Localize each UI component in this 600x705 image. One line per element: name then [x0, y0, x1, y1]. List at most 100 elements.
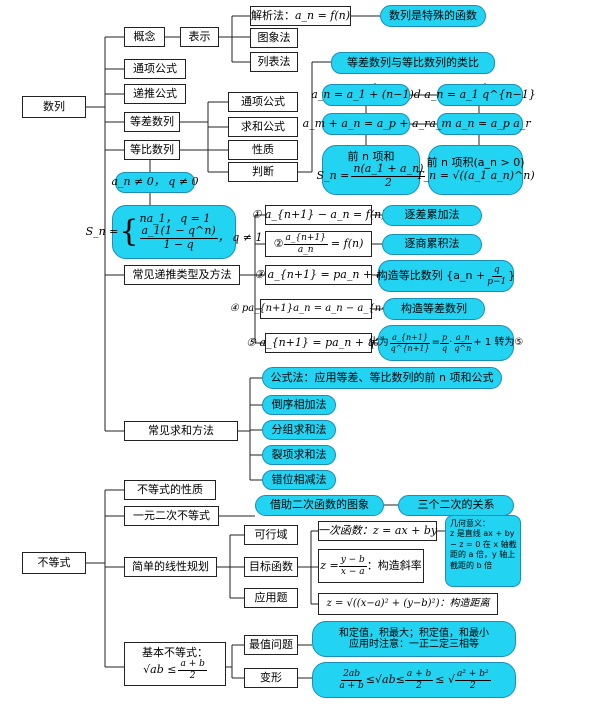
arithmetic-sum-formula: S_n = n(a_1 + a_n)2	[317, 163, 426, 189]
recursion-method-5-f1-den: q^{n+1}	[390, 343, 430, 353]
sum-methods-node: 常见求和方法	[124, 421, 238, 441]
recursion-type-3-text: ③ a_{n+1} = pa_n + q	[254, 267, 383, 281]
recursion-method-5-pre: 化为	[368, 337, 389, 349]
recursion-type-4: ④ pa_{n+1}a_n = a_n − a_{n+1}	[230, 299, 402, 319]
recursion-method-5-f2-num: p	[439, 333, 450, 344]
chain-f1-den: a + b	[339, 680, 364, 691]
geometric-property-formula: a_m a_n = a_p a_r	[429, 113, 531, 135]
arithmetic-property-text: a_m + a_n = a_p + a_r	[302, 116, 430, 130]
recursion-type-5-text: ⑤ a_{n+1} = pa_n + q^n	[246, 335, 391, 349]
geometric-condition-text: a_n ≠ 0， q ≠ 0	[111, 175, 199, 189]
recursion-method-5-f1-num: a_{n+1}	[390, 333, 431, 344]
geometric-sum-case2: a_1(1 − q^n)1 − q ， q ≠ 1	[139, 224, 263, 251]
arithmetic-sum-denominator: 2	[384, 175, 392, 189]
feasible-region-node: 可行域	[244, 525, 298, 545]
recursion-type-2-numerator: a_{n+1}	[283, 233, 328, 245]
recursion-method-5-f3-num: a_n	[453, 333, 472, 344]
recursion-type-2-tail: = f(n)	[330, 236, 364, 250]
recursion-type-2-denominator: a_n	[297, 244, 314, 255]
sum-method-shift: 错位相减法	[262, 470, 336, 490]
objective-function-node: 目标函数	[244, 557, 298, 577]
chain-f2-den: 2	[416, 680, 422, 691]
geometric-meaning-line-3: − z = 0 在 x 轴截	[450, 539, 517, 549]
objective-linear: 一次函数：z = ax + by	[318, 521, 437, 541]
general-term-node: 通项公式	[124, 59, 186, 79]
geometric-sum-numerator: a_1(1 − q^n)	[139, 224, 218, 239]
arithmetic-node: 等差数列	[124, 112, 180, 132]
chain-sqrt: √ab	[375, 672, 396, 686]
function-note: 数列是特殊的函数	[380, 5, 486, 27]
geometric-product-formula: T_n = √((a_1 a_n)^n)	[416, 169, 535, 182]
recursion-type-2-fraction: a_{n+1}a_n	[283, 233, 328, 255]
extreme-value-node: 最值问题	[244, 635, 298, 655]
chain-le-2: ≤	[395, 672, 405, 686]
geometric-sum-fraction: a_1(1 − q^n)1 − q	[139, 224, 218, 251]
sum-method-group: 分组求和法	[262, 420, 336, 440]
recursion-method-5-f3-den: q^n	[454, 343, 472, 353]
sum-method-formula: 公式法：应用等差、等比数列的前 n 项和公式	[262, 367, 502, 389]
recursion-type-5: ⑤ a_{n+1} = pa_n + q^n	[246, 333, 391, 353]
recursion-type-1: ① a_{n+1} − a_n = f(n)	[252, 205, 386, 225]
recursion-method-5-post: + 1 转为⑤	[473, 337, 524, 349]
recursion-method-2: 逐商累积法	[382, 234, 482, 255]
geometric-meaning-line-4: 距的 a 倍，y 轴上	[450, 550, 516, 560]
arithmetic-sum-box: 前 n 项和 S_n = n(a_1 + a_n)2	[317, 145, 426, 195]
recursion-method-3-numerator: q	[491, 265, 502, 277]
geometric-sum-lhs: S_n =	[85, 224, 119, 238]
chain-f3-den: 2	[469, 680, 476, 691]
linear-programming-node: 简单的线性规划	[124, 557, 217, 577]
geometric-meaning-line-5: 截距的 b 倍	[450, 560, 493, 570]
three-quadratics-relation: 三个二次的关系	[398, 495, 514, 516]
ag-property-node: 性质	[228, 140, 298, 160]
analytic-method-label: 解析法：	[250, 8, 295, 22]
recursion-types-node: 常见递推类型及方法	[124, 265, 240, 285]
arithmetic-sum-label: 前 n 项和	[347, 149, 395, 163]
analytic-formula: a_n = f(n)	[294, 8, 351, 22]
geometric-sum-cases: na_1， q = 1 a_1(1 − q^n)1 − q ， q ≠ 1	[139, 211, 263, 252]
arithmetic-property-formula: a_m + a_n = a_p + a_r	[303, 113, 429, 135]
ag-sum-node: 求和公式	[228, 117, 298, 137]
objective-slope-denominator: x − a	[340, 566, 365, 577]
recursion-method-5-eq: =	[431, 337, 440, 349]
geometric-node: 等比数列	[124, 140, 180, 160]
chain-f2-num: a + b	[404, 669, 434, 681]
geometric-sum-case1: na_1， q = 1	[139, 211, 211, 225]
sum-method-reverse: 倒序相加法	[262, 395, 336, 415]
recursion-method-1: 逐差累加法	[382, 205, 482, 226]
arithmetic-term-text: a_n = a_1 + (n−1)d	[311, 87, 421, 101]
geometric-sum-condition: ， q ≠ 1	[217, 230, 263, 244]
geometric-term-formula: a_n = a_1 q^{n−1}	[424, 84, 536, 106]
graph-method-node: 图象法	[250, 28, 298, 48]
recursion-method-3-post: }	[508, 268, 516, 282]
quadratic-inequality-node: 一元二次不等式	[124, 506, 219, 526]
geometric-sum-denominator: 1 − q	[163, 237, 194, 251]
extreme-value-rule-line-1: 和定值，积最大；积定值，和最小	[339, 627, 489, 639]
recurrence-node: 递推公式	[124, 84, 186, 104]
geometric-condition: a_n ≠ 0， q ≠ 0	[111, 172, 199, 193]
inequality-properties-node: 不等式的性质	[124, 480, 216, 500]
chain-le-3: ≤ √	[435, 672, 455, 686]
geometric-meaning-note: 几何意义： z 是直线 ax + by − z = 0 在 x 轴截 距的 a …	[445, 515, 521, 587]
objective-slope-post: ：构造斜率	[366, 558, 422, 572]
analogy-title: 等差数列与等比数列的类比	[331, 52, 495, 74]
quadratic-method: 借助二次函数的图象	[255, 495, 384, 516]
objective-distance: z = √((x−a)² + (y−b)²)：构造距离	[318, 593, 498, 615]
recursion-method-3-denominator: p−1	[487, 276, 507, 287]
geometric-sum-formula: S_n = { na_1， q = 1 a_1(1 − q^n)1 − q ， …	[86, 205, 262, 259]
ag-general-term-node: 通项公式	[228, 92, 298, 112]
basic-inequality-label: 基本不等式：	[142, 645, 208, 659]
chain-le-1: ≤	[365, 672, 376, 686]
objective-slope-pre: z =	[320, 558, 339, 572]
objective-distance-text: z = √((x−a)² + (y−b)²)：构造距离	[326, 598, 490, 610]
